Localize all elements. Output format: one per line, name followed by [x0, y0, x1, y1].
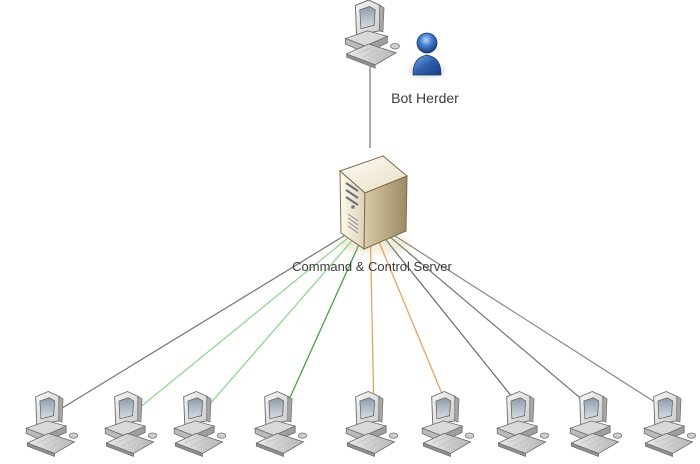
server-bot-link	[369, 219, 599, 414]
bot-computer-icon	[643, 391, 697, 458]
server-bot-link	[201, 219, 371, 414]
bot-computer-icon	[421, 391, 475, 458]
bot-computer-icon	[496, 391, 550, 458]
bot-computer-icon	[345, 391, 399, 458]
server-bot-link	[53, 219, 371, 414]
herder-computer-icon	[345, 0, 400, 69]
bot-computer-icon	[254, 391, 308, 458]
server-bot-link	[132, 219, 371, 414]
server-bot-link	[369, 219, 526, 414]
command-server-label: Command & Control Server	[292, 259, 452, 274]
bot-herder-person-icon	[409, 32, 445, 77]
bot-herder-label: Bot Herder	[391, 90, 459, 106]
bot-computer-icon	[25, 391, 79, 458]
bot-computers-group	[25, 391, 697, 458]
server-bot-link	[369, 219, 673, 414]
bot-computer-icon	[173, 391, 227, 458]
command-server-icon	[339, 155, 411, 254]
bot-computer-icon	[569, 391, 623, 458]
bot-computer-icon	[104, 391, 158, 458]
